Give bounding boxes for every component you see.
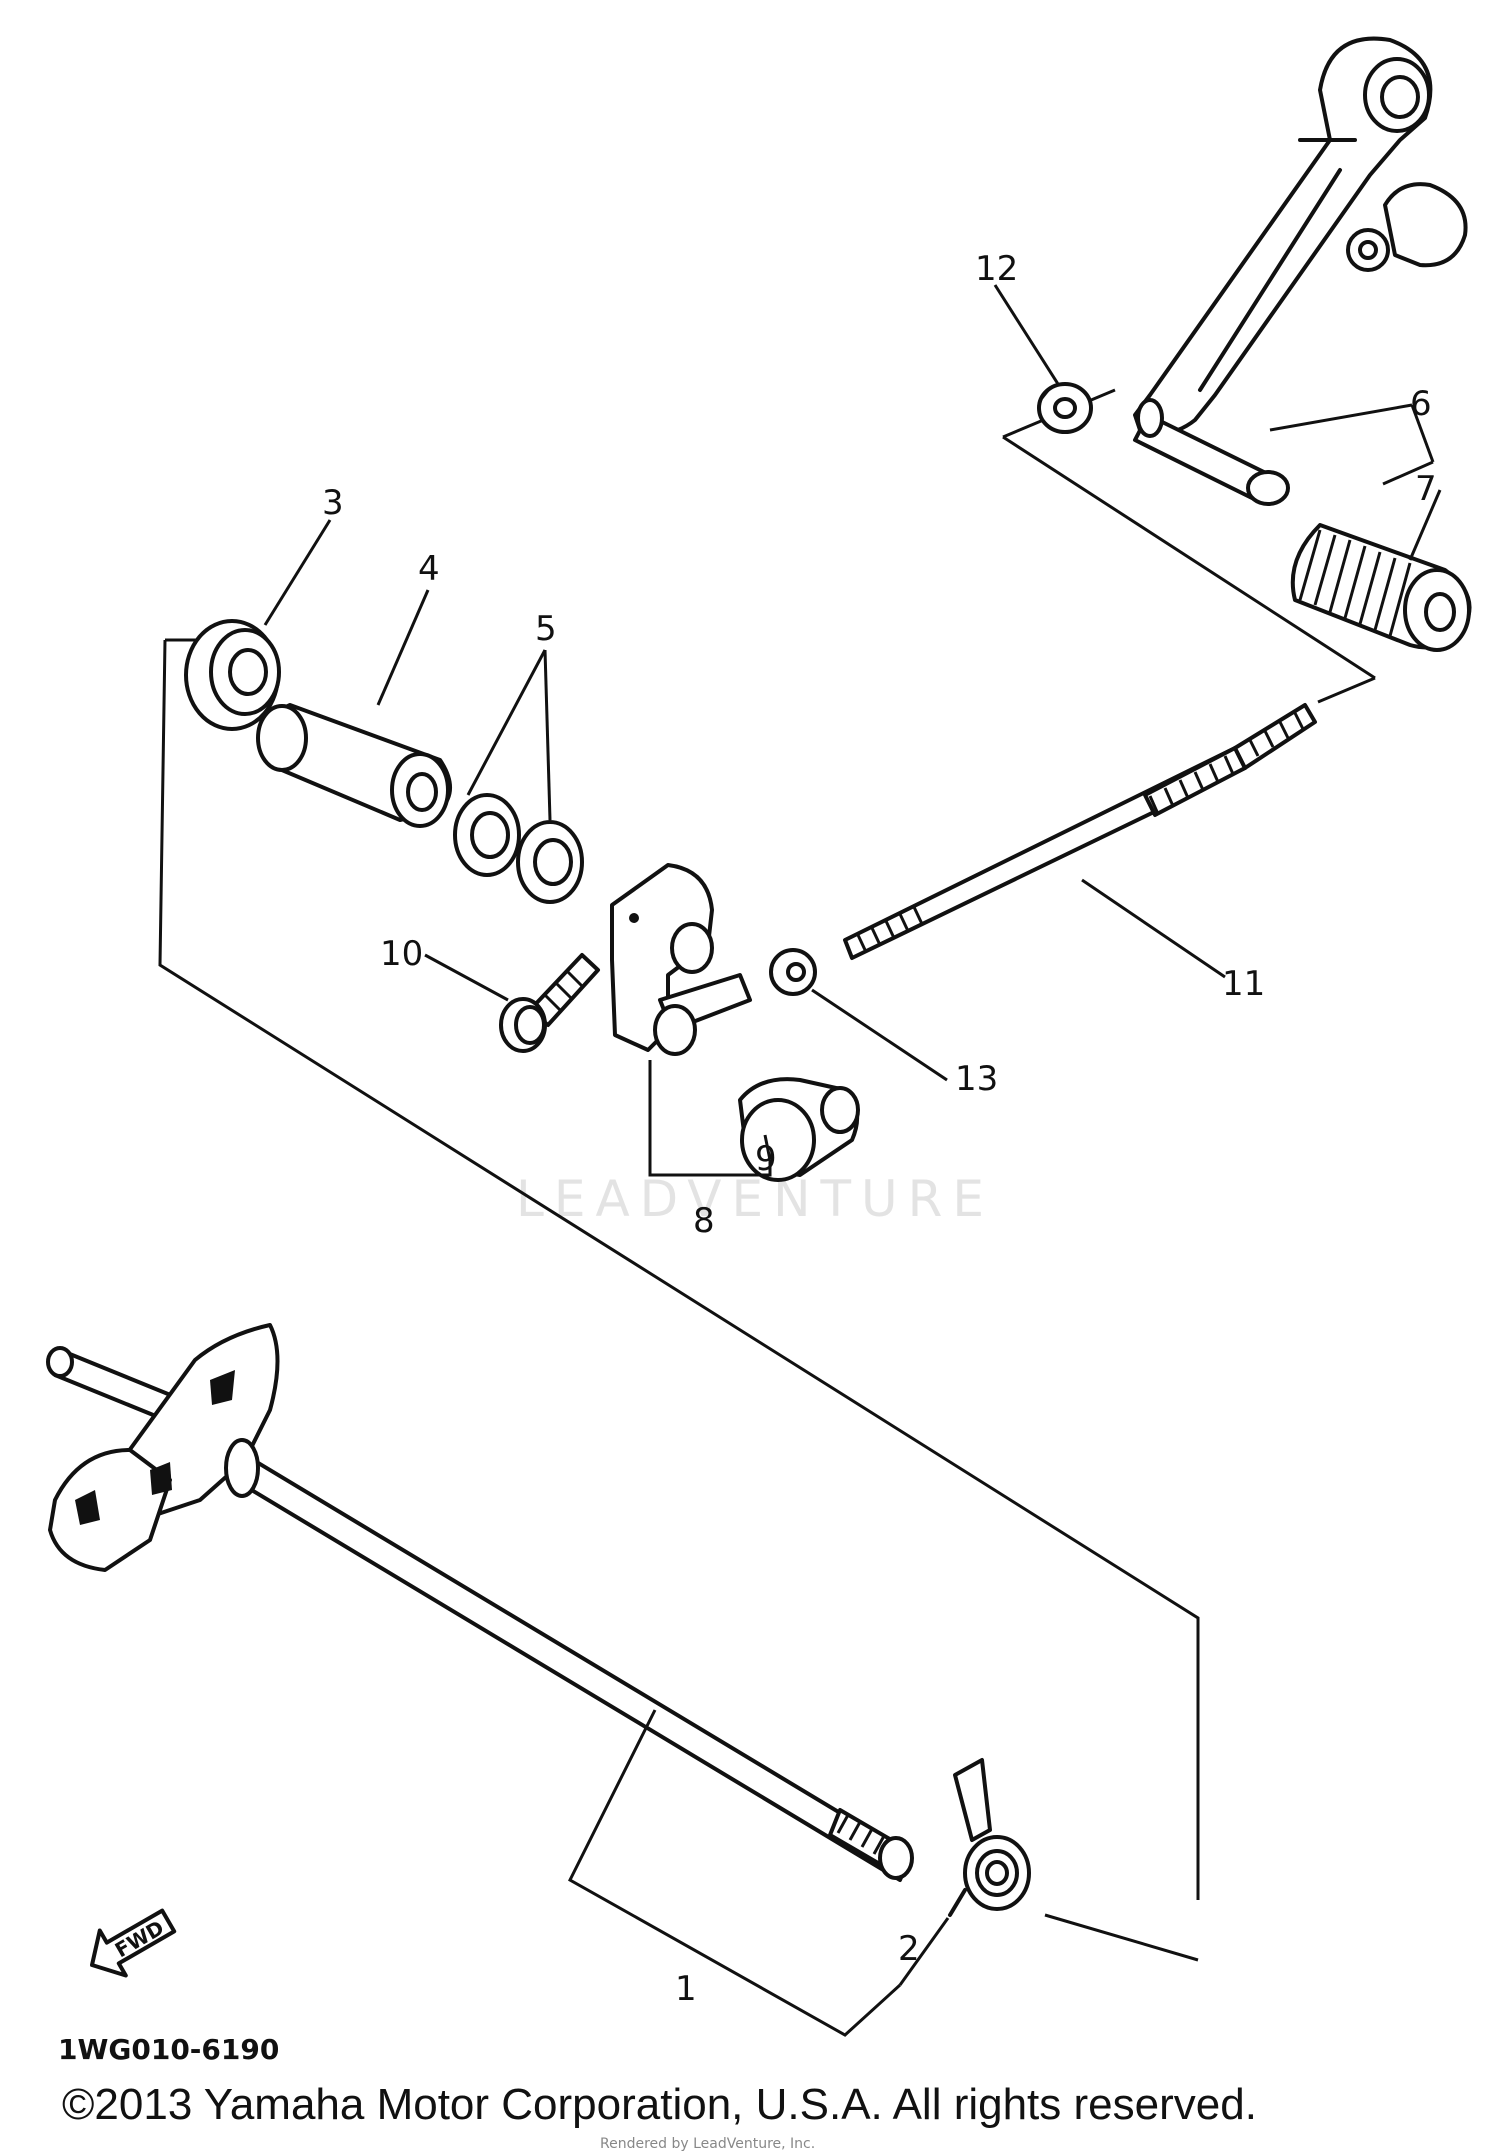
callout-13: 13 bbox=[955, 1059, 998, 1099]
part-11-shift-rod bbox=[843, 703, 1317, 960]
callout-11: 11 bbox=[1222, 964, 1265, 1004]
part-12-nut bbox=[1037, 382, 1093, 434]
part-1-shift-shaft bbox=[46, 1323, 914, 1882]
part-6-shift-pedal bbox=[1133, 36, 1468, 506]
part-7-footpeg-rubber bbox=[1290, 523, 1472, 652]
callout-8: 8 bbox=[693, 1201, 715, 1241]
leader-lines bbox=[263, 284, 1442, 2037]
callout-12: 12 bbox=[975, 249, 1018, 289]
part-8-shift-arm bbox=[610, 863, 752, 1056]
callout-6: 6 bbox=[1410, 384, 1432, 424]
callout-10: 10 bbox=[380, 934, 423, 974]
part-2-torsion-spring bbox=[948, 1758, 1031, 1917]
copyright-notice: ©2013 Yamaha Motor Corporation, U.S.A. A… bbox=[62, 2080, 1257, 2129]
watermark: LEADVENTURE bbox=[516, 1170, 994, 1228]
callout-1: 1 bbox=[675, 1969, 697, 2009]
part-4-collar bbox=[256, 703, 452, 828]
callout-3: 3 bbox=[322, 483, 344, 523]
diagram-code: 1WG010-6190 bbox=[58, 2033, 280, 2066]
callout-4: 4 bbox=[418, 549, 440, 589]
fwd-arrow-icon: FWD bbox=[90, 1908, 177, 1978]
rendered-by-note: Rendered by LeadVenture, Inc. bbox=[600, 2136, 816, 2152]
callout-5: 5 bbox=[535, 609, 557, 649]
part-13-nut bbox=[769, 948, 817, 996]
part-3-oil-seal bbox=[184, 619, 281, 731]
part-10-bolt bbox=[499, 953, 600, 1053]
callout-2: 2 bbox=[898, 1929, 920, 1969]
callout-9: 9 bbox=[755, 1139, 777, 1179]
callout-7: 7 bbox=[1415, 469, 1437, 509]
part-5-bearing-pair bbox=[453, 793, 584, 904]
callout-labels: 3 4 5 12 6 7 10 11 13 9 8 1 2 bbox=[322, 249, 1437, 2009]
